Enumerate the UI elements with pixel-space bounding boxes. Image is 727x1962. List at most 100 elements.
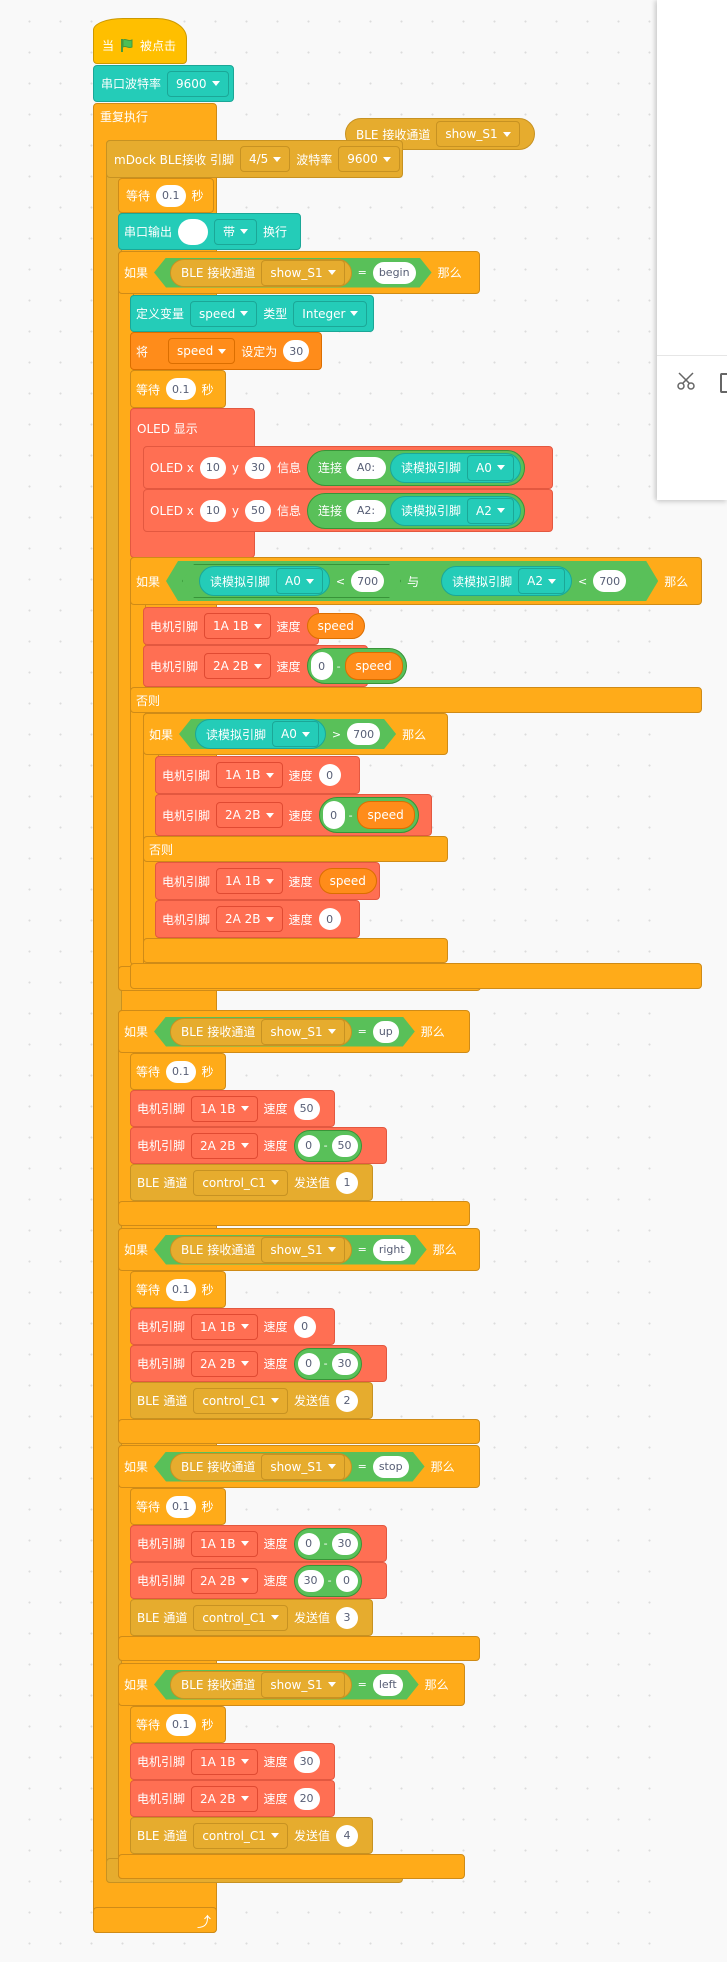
operand-input[interactable]: 0 [297,1134,320,1157]
ble-send-block[interactable]: BLE 通道 control_C1 发送值 4 [130,1817,373,1854]
serial-print-block[interactable]: 串口输出 带 换行 [118,213,301,250]
motor-block[interactable]: 电机引脚 2A 2B 速度 20 [130,1780,335,1817]
oled-x-input[interactable]: 10 [199,499,226,522]
motor-pin-dropdown[interactable]: 1A 1B [204,613,271,639]
motor-block[interactable]: 电机引脚 2A 2B 速度 0-speed [143,645,407,687]
operand-input[interactable]: 0 [297,1352,320,1375]
motor-pin-dropdown[interactable]: 2A 2B [191,1132,258,1159]
send-channel-dropdown[interactable]: control_C1 [193,1604,288,1631]
operand-input[interactable]: 0 [297,1532,320,1555]
speed-input[interactable]: 30 [293,1750,320,1773]
send-channel-dropdown[interactable]: control_C1 [193,1822,288,1849]
subtract-reporter[interactable]: 30-0 [293,1564,362,1597]
serial-print-input[interactable] [178,218,209,245]
wait-input[interactable]: 0.1 [166,1060,196,1083]
analog-pin-dropdown[interactable]: A2 [467,497,514,524]
motor-block[interactable]: 电机引脚 1A 1B 速度 0 [155,756,360,794]
subtract-reporter[interactable]: 0-speed [306,648,407,684]
var-dropdown[interactable]: speed [190,300,258,327]
channel-dropdown[interactable]: show_S1 [261,1019,344,1045]
motor-block[interactable]: 电机引脚 1A 1B 速度 speed [143,607,365,645]
compare-input[interactable]: begin [373,262,416,284]
motor-block[interactable]: 电机引脚 2A 2B 速度 0-50 [130,1127,387,1164]
operand-input[interactable]: 30 [331,1532,358,1555]
send-value-input[interactable]: 3 [335,1606,358,1629]
subtract-reporter[interactable]: 0-50 [293,1129,362,1162]
speed-variable[interactable]: speed [306,613,365,639]
join-text-input[interactable]: A0: [346,456,387,479]
scissors-icon[interactable] [675,370,697,392]
serial-baud-block[interactable]: 串口波特率 9600 [93,65,234,102]
threshold-input[interactable]: 700 [347,723,380,745]
motor-block[interactable]: 电机引脚 2A 2B 速度 0-speed [155,794,432,836]
wait-input[interactable]: 0.1 [166,1278,196,1301]
wait-block[interactable]: 等待 0.1 秒 [130,1271,226,1308]
motor-block[interactable]: 电机引脚 1A 1B 速度 50 [130,1090,335,1127]
type-dropdown[interactable]: Integer [293,300,368,327]
motor-pin-dropdown[interactable]: 2A 2B [191,1567,258,1594]
motor-block[interactable]: 电机引脚 2A 2B 速度 0-30 [130,1345,387,1382]
motor-pin-dropdown[interactable]: 2A 2B [216,906,283,932]
speed-input[interactable]: 0 [293,1315,316,1338]
baud-dropdown[interactable]: 9600 [338,146,400,172]
channel-dropdown[interactable]: show_S1 [261,1237,344,1263]
compare-input[interactable]: up [373,1021,399,1043]
wait-input[interactable]: 0.1 [166,378,196,400]
compare-input[interactable]: right [373,1239,411,1261]
channel-dropdown[interactable]: show_S1 [261,1672,344,1698]
channel-dropdown[interactable]: show_S1 [261,260,344,286]
wait-input[interactable]: 0.1 [166,1495,196,1518]
send-channel-dropdown[interactable]: control_C1 [193,1169,288,1196]
serial-baud-dropdown[interactable]: 9600 [167,70,229,97]
join-text-input[interactable]: A2: [346,499,387,522]
motor-pin-dropdown[interactable]: 2A 2B [204,653,271,679]
send-value-input[interactable]: 2 [335,1389,358,1412]
subtract-reporter[interactable]: 0-30 [293,1347,362,1380]
operand-input[interactable]: 30 [331,1352,358,1375]
motor-pin-dropdown[interactable]: 2A 2B [216,802,283,828]
compare-input[interactable]: left [373,1674,403,1696]
send-value-input[interactable]: 1 [335,1171,358,1194]
motor-pin-dropdown[interactable]: 2A 2B [191,1350,258,1377]
motor-pin-dropdown[interactable]: 1A 1B [191,1748,258,1775]
motor-block[interactable]: 电机引脚 1A 1B 速度 0-30 [130,1525,387,1562]
when-flag-clicked-block[interactable]: 当 被点击 [93,18,187,64]
operand-input[interactable]: 30 [297,1569,324,1592]
analog-pin-dropdown[interactable]: A0 [272,721,319,747]
analog-pin-dropdown[interactable]: A2 [518,568,565,594]
define-variable-block[interactable]: 定义变量 speed 类型 Integer [130,295,374,332]
send-channel-dropdown[interactable]: control_C1 [193,1387,288,1414]
send-value-input[interactable]: 4 [335,1824,358,1847]
motor-pin-dropdown[interactable]: 1A 1B [216,762,283,788]
wait-block[interactable]: 等待 0.1 秒 [130,370,226,408]
speed-input[interactable]: 20 [293,1787,320,1810]
pin-dropdown[interactable]: 4/5 [239,146,291,172]
block-part[interactable]: 0 [310,652,333,680]
motor-pin-dropdown[interactable]: 2A 2B [191,1785,258,1812]
oled-x-input[interactable]: 10 [199,456,226,479]
motor-pin-dropdown[interactable]: 1A 1B [191,1095,258,1122]
mdock-ble-header[interactable]: mDock BLE接收 引脚 4/5 波特率 9600 [106,140,403,178]
wait-block[interactable]: 等待 0.1 秒 [130,1053,226,1090]
